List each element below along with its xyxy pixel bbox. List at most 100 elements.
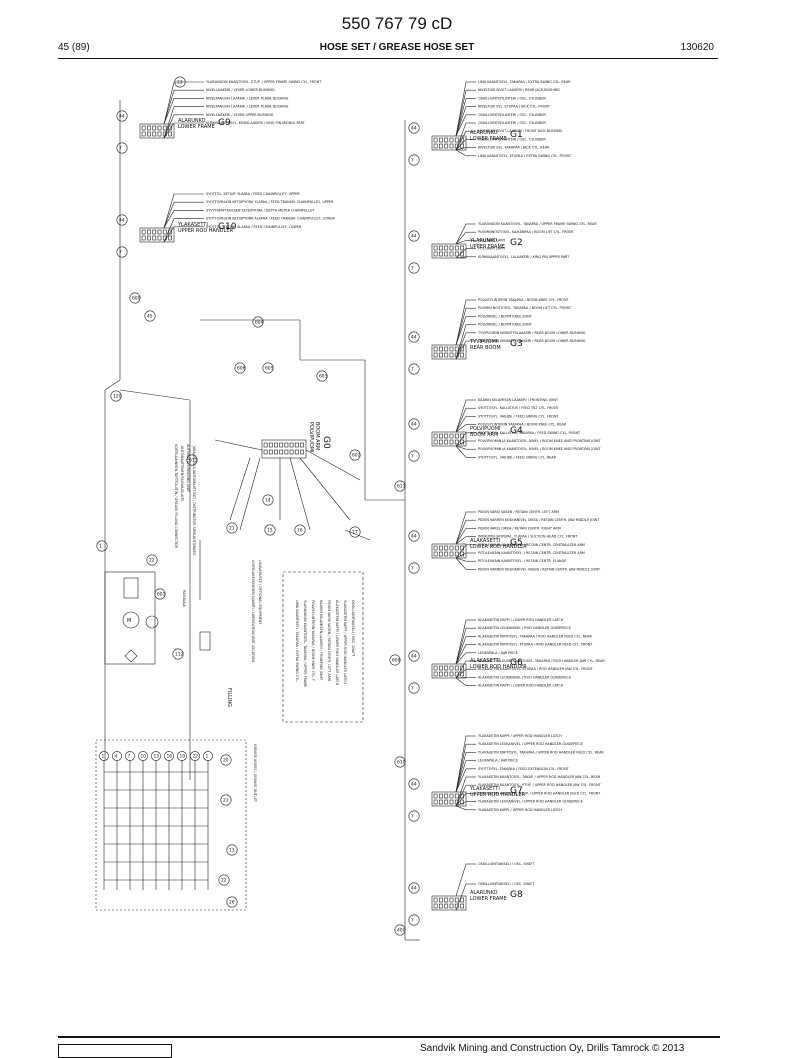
group-id: G3 [510,339,523,349]
leader-line [163,193,175,229]
hose-number-circle [394,756,406,768]
lubrication-point-label: YLAKASETIN KIRITOSYL. TAKAPAA / UPPER RO… [478,750,604,754]
leader-line [455,416,467,433]
group-id: G6 [510,658,523,668]
group-label-en: REAR BOOM [470,345,501,351]
manifold-port [438,793,443,799]
group-label-en: LOWER ROD HANDLER [470,664,527,670]
lubrication-point-label: PIDON VARREN KESKIKNIVEL OIKEA / RETAIN … [478,518,600,522]
group-label-fi: ALARUNKO [178,118,206,124]
leader-line [455,324,467,360]
manifold-port [444,433,449,439]
group-label-en: BOOM ARM [470,432,498,438]
lubrication-point-label: YLAKASETIN KAPPI / UPPER ROD HANDLER LAT… [478,734,562,738]
manifold-port [444,665,449,671]
manifold-port [454,665,459,671]
leader-line [455,644,467,665]
hose-number-circle [172,648,184,660]
hose-number-circle [408,450,420,462]
leader-line [455,149,467,157]
lubrication-point-label: YLAKASETIN KAANTOSYL. TAKAP. / UPPER ROD… [478,775,601,779]
group-label-fi: YLARUNKO [469,238,497,244]
pump-motor-icon [122,611,140,629]
hose-number: 613 [189,458,198,464]
manifold-port [454,551,459,557]
manifold-port [438,551,443,557]
leader-line [455,785,467,807]
manifold-port [157,131,162,137]
greasing-unit-frame [104,571,156,665]
manifold-port [438,137,443,143]
vertical-note: VOITELUAINEEN TAYTTOLIITIN / GREASE FILL… [174,444,178,549]
manifold-port [460,352,465,358]
legend-number: 13 [154,754,160,760]
group-label-en: LOWER FRAME [178,124,215,130]
manifold-port [444,671,449,677]
hose-line [119,389,191,401]
manifold-port [449,665,454,671]
hose-number: 44 [119,218,125,224]
manifold-port [289,442,294,448]
manifold-port [438,897,443,903]
manifold-port [433,245,438,251]
leader-line [455,399,467,433]
manifold-port [438,143,443,149]
leader-line [455,340,467,360]
leader-line [455,677,467,679]
optional-unit-outline [282,571,364,723]
hose-number-circle [110,390,122,402]
hose-line [299,457,351,521]
leader-line [455,628,467,665]
hose-number-circle [408,230,420,242]
manifold-port [274,442,278,448]
manifold-port [284,449,289,455]
hose-number: 26 [229,900,235,906]
hose-number: 7 [411,566,414,572]
hose-number: 44 [119,114,125,120]
hose-number-circle [408,331,420,343]
lubrication-point-label: SYOTTOPALKIN KETJUPYORA ALAPAA / FEED TR… [206,217,336,221]
leader-line [455,114,467,137]
leader-line [455,805,467,811]
lubrication-point-label: PUOMIN NOSTOSYL. TAKAPAA / BOOM LIFT CYL… [478,306,572,310]
leader-line [455,660,467,679]
legend-number: 19 [180,754,186,760]
group-id: G2 [510,238,523,248]
lubrication-point-label: YLAKASETIN KAANTOSYL. ETUP. / UPPER ROD … [478,783,602,787]
manifold-port [449,799,454,805]
lubrication-point-label: TYVIPUOMIN KIINNITYSLAAKERI / REAR BOOM … [477,331,586,335]
group-label-fi: ALAKASETTI [470,538,500,544]
manifold-port [444,545,449,551]
lubrication-point-label: OSKILLOINTISYLINTERI / OSC. CYLINDER [478,96,546,100]
lubrication-point-label: NIVELTUKI SIVUT LAAKERI / REAR JACK BUSH… [478,88,560,92]
lubrication-point-label: POLVINIVEL / BOOM KNEE JOINT [478,314,533,318]
optional-point-label: LIMA KAANTOSYL. TAKAPAA / EXTRA SWING CY… [295,600,299,682]
sandvik-logo-icon [58,1044,172,1058]
center-note: LISAVARUSTE / OPTIONAL EQUIPMENT [258,560,262,625]
legend-number-circle [203,751,213,761]
leader-line [455,776,467,807]
hose-number-circle [389,654,401,666]
manifold-port [438,439,443,445]
hose-number-circle [186,454,198,466]
manifold-port [449,245,454,251]
manifold-port [454,346,459,352]
hose-number: 44 [411,654,417,660]
hose-number: 604 [255,320,264,326]
manifold-port [157,125,162,131]
leader-line [163,106,175,139]
hose-number-circle [116,142,128,154]
legend-number: 22 [193,754,199,760]
legend-number-circle [177,751,187,761]
optional-point-label: ALAKASETIN KAPPI / LOWER ROD HANDLER LAT… [335,600,339,686]
manifold-port [444,903,449,909]
group-label-en: LOWER ROD HANDLER [470,544,527,550]
hose-number: 602 [352,453,361,459]
hose-number: 21 [229,526,235,532]
manifold-port [444,793,449,799]
leader-line [163,114,175,139]
leader-line [163,122,175,139]
optional-point-label: POLVISYLINTERIN TAKAPAA / BOOM KNEE CYL.… [311,600,315,681]
leader-line [455,223,467,245]
